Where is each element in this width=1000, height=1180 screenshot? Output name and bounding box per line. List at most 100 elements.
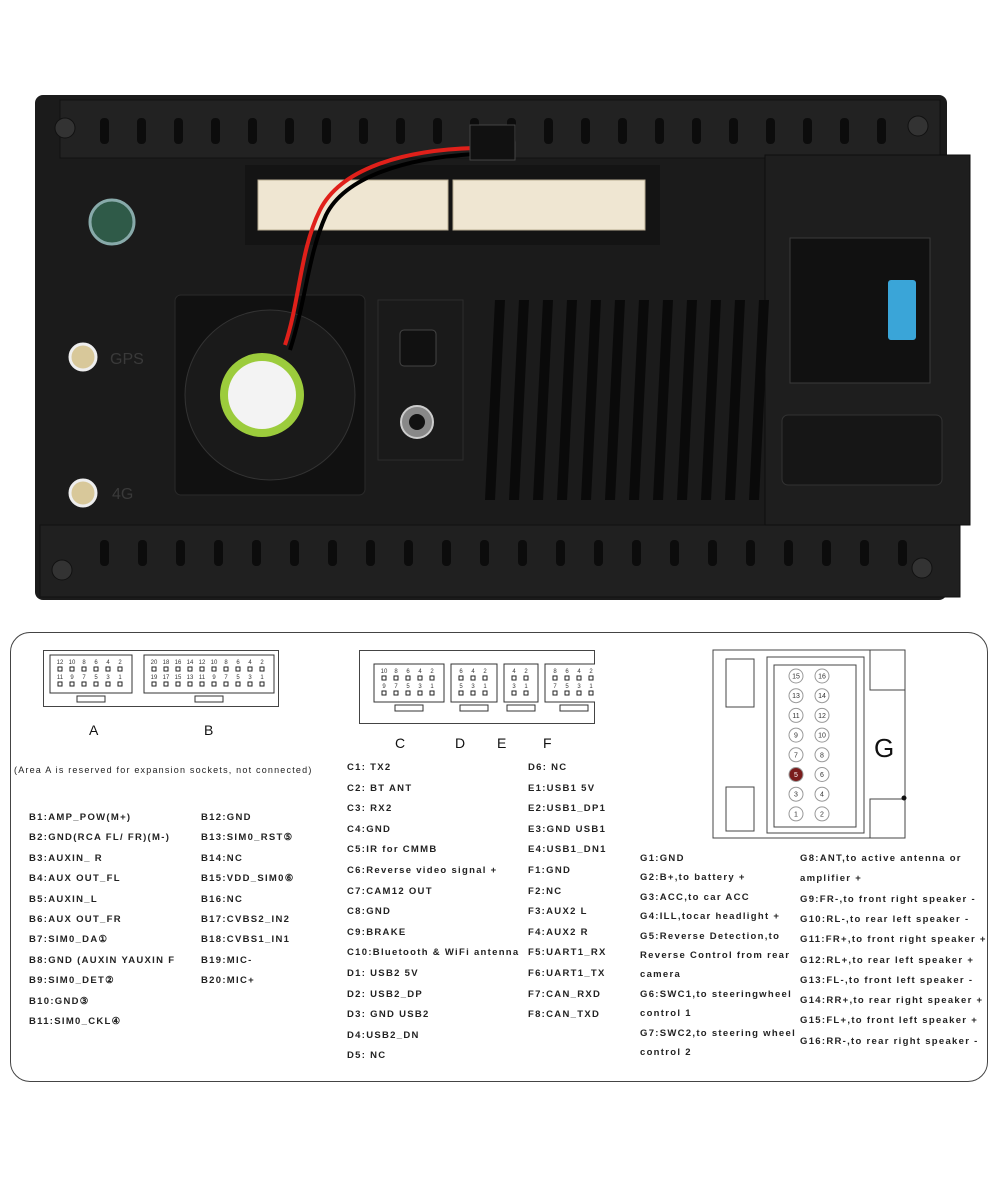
pinout-g-right-item: G10:RL-,to rear left speaker - xyxy=(800,913,970,925)
pin xyxy=(564,675,570,681)
pinout-g-left-item: G5:Reverse Detection,to xyxy=(640,930,781,942)
area-a-note: (Area A is reserved for expansion socket… xyxy=(14,765,313,775)
pinout-def-right-item: F5:UART1_RX xyxy=(528,947,607,959)
vent-slot xyxy=(544,118,553,144)
pin xyxy=(429,675,435,681)
connector-g-latch xyxy=(869,798,906,839)
grill-slot xyxy=(629,300,649,500)
pin xyxy=(259,681,265,687)
vent-slots xyxy=(100,118,907,566)
pinout-cd-left-item: C8:GND xyxy=(347,906,392,918)
pin xyxy=(588,675,594,681)
cooling-grill xyxy=(485,300,769,500)
grill-slot xyxy=(725,300,745,500)
pinout-cd-left-item: C1: TX2 xyxy=(347,762,392,773)
pinout-def-right-item: F3:AUX2 L xyxy=(528,906,588,918)
vent-slot xyxy=(137,118,146,144)
pin xyxy=(417,690,423,696)
pinout-b-left-item: B5:AUXIN_L xyxy=(29,893,98,905)
pin xyxy=(552,675,558,681)
vent-slot xyxy=(898,540,907,566)
pin xyxy=(576,675,582,681)
vent-slot xyxy=(480,540,489,566)
connector-g-dot xyxy=(901,795,907,801)
pin-number: 15 xyxy=(792,674,800,681)
pin-number: 2 xyxy=(820,811,824,818)
vent-slot xyxy=(359,118,368,144)
grill-slot xyxy=(653,300,673,500)
connector-g-label: G xyxy=(874,733,895,763)
pin-number: 4 xyxy=(248,660,252,666)
fan-wire-red xyxy=(283,146,476,346)
pin-number: 5 xyxy=(459,684,463,690)
pin xyxy=(393,675,399,681)
pin-number: 13 xyxy=(792,693,800,700)
pinout-g-left-item: G1:GND xyxy=(640,853,685,864)
pinout-g-left-item: control 1 xyxy=(640,1008,692,1020)
pin-number: 7 xyxy=(224,675,228,681)
pinout-b-right-item: B19:MIC- xyxy=(201,954,253,966)
pin-number: 16 xyxy=(175,660,182,666)
grill-slot xyxy=(557,300,577,500)
pin xyxy=(788,727,804,743)
pin xyxy=(458,690,464,696)
pin-number: 10 xyxy=(818,733,826,740)
pinout-b-right-item: B13:SIM0_RST⑤ xyxy=(201,832,294,844)
pin-number: 14 xyxy=(187,660,194,666)
connector-g-inner xyxy=(766,656,865,834)
antenna-port xyxy=(88,198,136,246)
pinout-b-right-item: B17:CVBS2_IN2 xyxy=(201,914,291,925)
pinout-def-right-item: F4:AUX2 R xyxy=(528,926,589,938)
vent-slot xyxy=(285,118,294,144)
pinout-cd-left-item: D3: GND USB2 xyxy=(347,1009,430,1021)
pin xyxy=(199,666,205,672)
pin xyxy=(405,690,411,696)
pin-number: 7 xyxy=(794,752,798,759)
pin-number: 8 xyxy=(224,660,228,666)
pin-number: 4 xyxy=(512,669,516,675)
pinout-cd-left-item: C6:Reverse video signal + xyxy=(347,865,498,876)
fan-wire-black xyxy=(288,152,476,351)
connector-g-latch xyxy=(869,649,906,691)
pinout-cd-left-item: D4:USB2_DN xyxy=(347,1029,420,1041)
vent-slot xyxy=(252,540,261,566)
gps-label: GPS xyxy=(110,351,144,368)
pinout-g-left-item: Reverse Control from rear xyxy=(640,950,791,961)
screw-icon xyxy=(51,559,73,581)
pin xyxy=(117,666,123,672)
pin xyxy=(57,666,63,672)
pinout-g-right-item: G9:FR-,to front right speaker - xyxy=(800,893,976,905)
pin xyxy=(223,681,229,687)
vent-slot xyxy=(211,118,220,144)
vent-slot xyxy=(708,540,717,566)
pinout-g-right-item: G14:RR+,to rear right speaker + xyxy=(800,995,984,1007)
pin xyxy=(81,681,87,687)
pin xyxy=(814,668,830,684)
pinout-cd-left-item: C7:CAM12 OUT xyxy=(347,885,433,897)
fan-label-inner xyxy=(228,361,296,429)
pinout-def-right-item: F6:UART1_TX xyxy=(528,968,606,979)
pin-number: 16 xyxy=(818,674,826,681)
pinout-def-right-item: F7:CAN_RXD xyxy=(528,988,602,1000)
pinout-def-right-item: E4:USB1_DN1 xyxy=(528,844,607,856)
vent-slot xyxy=(433,118,442,144)
pin xyxy=(151,666,157,672)
pin-number: 6 xyxy=(459,669,463,675)
pinout-panel xyxy=(10,632,988,1082)
pin xyxy=(523,690,529,696)
pin-number: 2 xyxy=(118,660,122,666)
pinout-g-right-item: G13:FL-,to front left speaker - xyxy=(800,974,974,986)
socket-cdef xyxy=(452,179,646,231)
pin xyxy=(235,681,241,687)
pinout-b-left-item: B11:SIM0_CKL④ xyxy=(29,1016,122,1027)
pin xyxy=(552,690,558,696)
grill-slot xyxy=(605,300,625,500)
pinout-cd-left-item: C9:BRAKE xyxy=(347,926,407,938)
pinout-b-left-item: B8:GND (AUXIN YAUXIN F xyxy=(29,954,176,966)
pin-number: 8 xyxy=(394,669,398,675)
connector-g-frame xyxy=(712,649,906,839)
fan-plug xyxy=(469,124,516,161)
vent-slot xyxy=(618,118,627,144)
pin xyxy=(235,666,241,672)
